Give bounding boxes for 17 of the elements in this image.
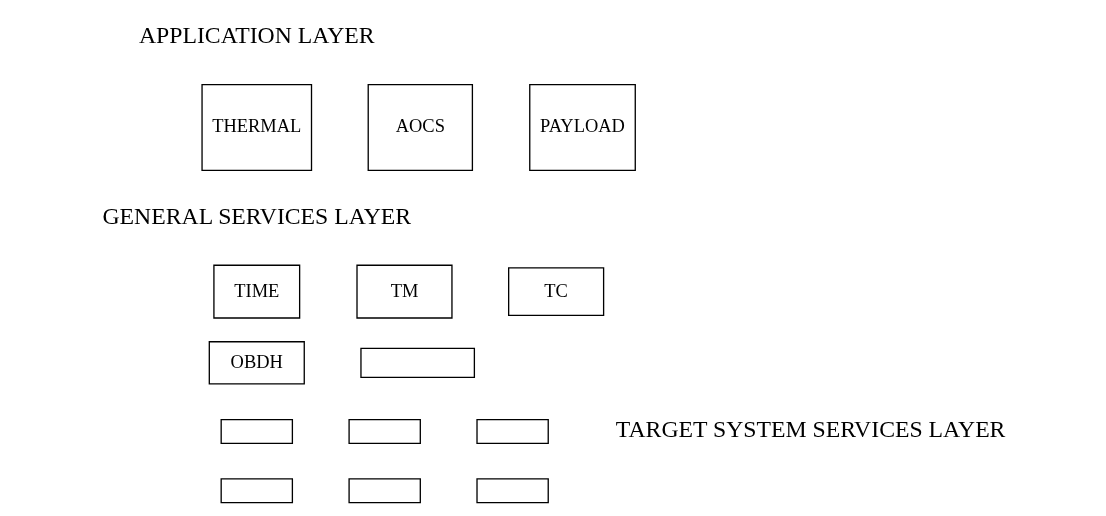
node-box — [220, 478, 293, 504]
label: APPLICATION LAYER — [138, 21, 375, 48]
node-box: TM — [355, 264, 453, 319]
node-box: TIME — [212, 264, 300, 319]
node-box: PAYLOAD — [528, 83, 636, 171]
label: TARGET SYSTEM SERVICES LAYER — [615, 416, 1005, 443]
node-box — [475, 478, 549, 504]
label: GENERAL SERVICES LAYER — [101, 202, 411, 229]
node-box — [359, 347, 475, 378]
node-box: THERMAL — [200, 83, 312, 171]
node-box: OBDH — [208, 341, 305, 385]
node-box — [475, 418, 549, 444]
node-box: AOCS — [367, 83, 473, 171]
node-box — [220, 418, 293, 444]
node-box — [347, 418, 421, 444]
node-box — [347, 478, 421, 504]
node-box: TC — [507, 267, 604, 317]
